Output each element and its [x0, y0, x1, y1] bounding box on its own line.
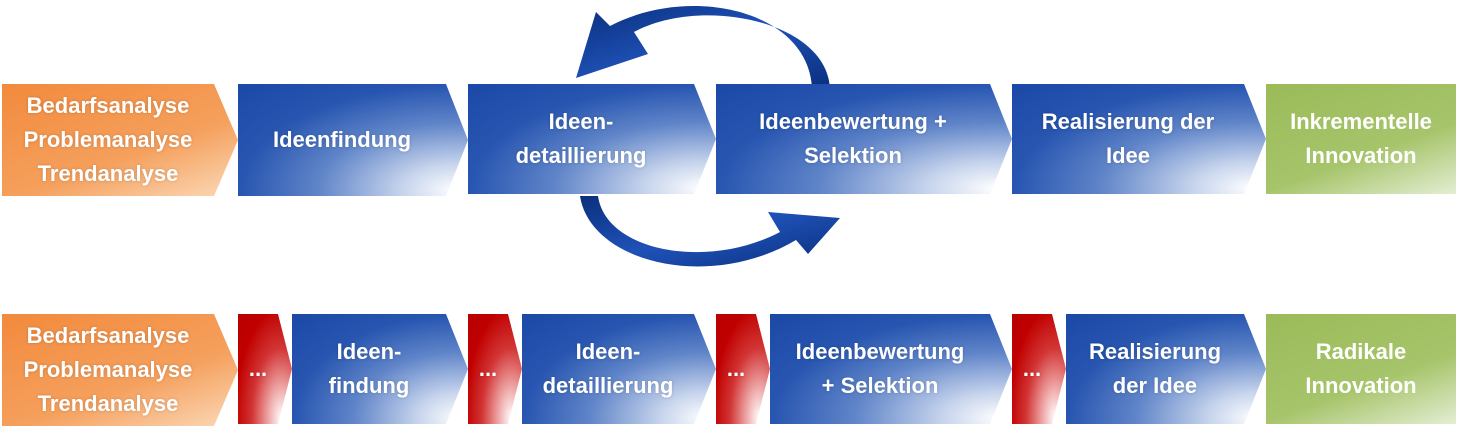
step-ideenfindung-row2: Ideen- findung: [292, 314, 468, 424]
analysis-box-row1: Bedarfsanalyse Problemanalyse Trendanaly…: [2, 84, 238, 196]
result-radikale-innovation: Radikale Innovation: [1266, 314, 1456, 424]
step-ideenfindung-row1: Ideenfindung: [238, 84, 468, 196]
step-ideendetaillierung-row2: Ideen- detaillierung: [522, 314, 716, 424]
result-inkrementelle-innovation: Inkrementelle Innovation: [1266, 84, 1456, 194]
step-ideenbewertung-row1: Ideenbewertung + Selektion: [716, 84, 1012, 194]
analysis-box-row2: Bedarfsanalyse Problemanalyse Trendanaly…: [2, 314, 238, 426]
cycle-arrow-top: [576, 6, 830, 89]
step-ideenbewertung-row2: Ideenbewertung + Selektion: [770, 314, 1012, 424]
gap-chevron-4: ...: [1012, 314, 1066, 424]
gap-chevron-3: ...: [716, 314, 770, 424]
gap-chevron-1: ...: [238, 314, 292, 424]
step-realisierung-row2: Realisierung der Idee: [1066, 314, 1266, 424]
gap-chevron-2: ...: [468, 314, 522, 424]
cycle-arrow-bottom: [580, 196, 840, 267]
step-ideendetaillierung-row1: Ideen- detaillierung: [468, 84, 716, 194]
step-realisierung-row1: Realisierung der Idee: [1012, 84, 1266, 194]
